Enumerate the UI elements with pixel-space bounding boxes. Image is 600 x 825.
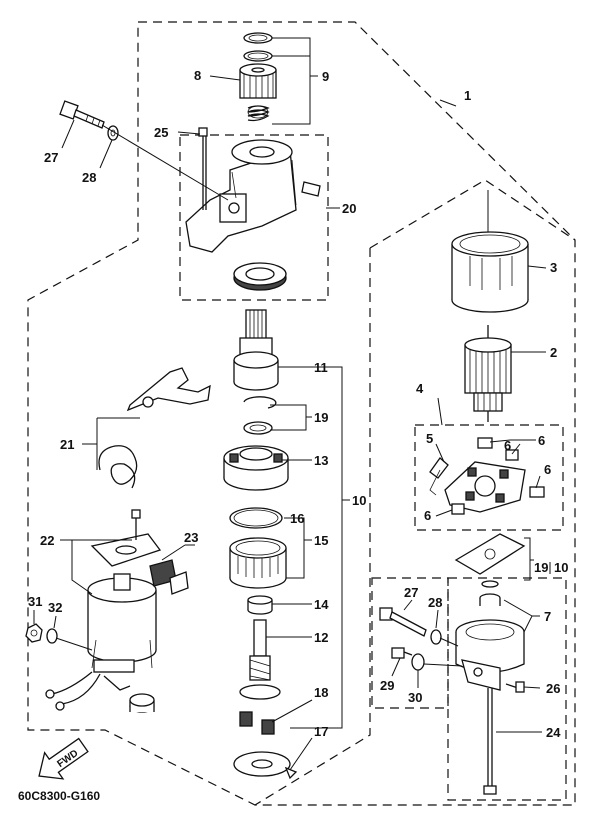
washer-32 <box>46 628 58 644</box>
callout-21: 21 <box>60 437 74 452</box>
bushing-14 <box>247 595 273 615</box>
plate-17 <box>233 751 298 780</box>
callout-17: 17 <box>314 724 328 739</box>
assembly-boundary-outer <box>27 21 576 806</box>
callout-28-top: 28 <box>82 170 96 185</box>
callout-16: 16 <box>290 511 304 526</box>
brush-6d <box>451 503 465 515</box>
group-box-housing <box>179 134 329 301</box>
plate-19-right <box>454 533 526 575</box>
gasket-plate <box>90 533 162 567</box>
armature <box>464 325 512 422</box>
callout-12: 12 <box>314 630 328 645</box>
callout-19: 19 <box>314 410 328 425</box>
callout-28-right: 28 <box>428 595 442 610</box>
callout-15: 15 <box>314 533 328 548</box>
washer-30 <box>411 653 425 671</box>
drawing-code: 60C8300-G160 <box>18 789 100 803</box>
pinion-clutch-11 <box>233 351 279 391</box>
callout-3: 3 <box>550 260 557 275</box>
group-box-solenoid <box>371 577 449 709</box>
brush-6c <box>529 486 545 498</box>
callout-18: 18 <box>314 685 328 700</box>
bearing-7 <box>479 593 501 606</box>
planet-carrier-13 <box>223 445 289 491</box>
callout-6d: 6 <box>424 508 431 523</box>
o-ring-16 <box>229 507 283 529</box>
callout-19-right: 19 <box>534 560 548 575</box>
pinion-gear <box>239 63 277 99</box>
bolt-27-top <box>59 100 105 129</box>
callout-24: 24 <box>546 725 561 740</box>
spacer-19-right <box>481 580 499 588</box>
group-box-brush-holder <box>414 424 564 531</box>
shift-lever <box>126 367 211 412</box>
bolt-24-long <box>483 688 497 795</box>
brush-6b <box>505 449 519 461</box>
callout-10: 10 <box>352 493 366 508</box>
screw-26 <box>505 681 525 693</box>
callout-2: 2 <box>550 345 557 360</box>
callout-5: 5 <box>426 431 433 446</box>
callout-30: 30 <box>408 690 422 705</box>
fwd-arrow-icon: FWD <box>38 737 89 780</box>
snap-ring-19 <box>243 396 277 409</box>
callout-14: 14 <box>314 597 329 612</box>
return-spring <box>247 105 270 122</box>
callout-6b: 6 <box>504 438 511 453</box>
callout-6a: 6 <box>538 433 545 448</box>
callout-32: 32 <box>48 600 62 615</box>
end-cover <box>455 619 525 691</box>
bolt-27-right <box>379 607 427 637</box>
washer-19 <box>243 421 273 435</box>
rubber-grommet-23 <box>149 559 189 595</box>
nut-31 <box>25 623 43 643</box>
callout-6c: 6 <box>544 462 551 477</box>
spring-wire <box>98 445 138 489</box>
group-box-end-cover <box>447 577 567 801</box>
callout-20: 20 <box>342 201 356 216</box>
callout-25: 25 <box>154 125 168 140</box>
drive-shaft-top <box>239 309 273 359</box>
callout-27-top: 27 <box>44 150 58 165</box>
callout-13: 13 <box>314 453 328 468</box>
assembly-boundary-inner <box>254 248 371 806</box>
callout-29: 29 <box>380 678 394 693</box>
bolt-small-22 <box>131 509 141 540</box>
callout-7: 7 <box>544 609 551 624</box>
callout-8: 8 <box>194 68 201 83</box>
washer-28-right <box>430 629 442 645</box>
collar-part <box>129 693 155 713</box>
callout-27-right: 27 <box>404 585 418 600</box>
bolt-29 <box>391 647 413 659</box>
front-housing <box>185 139 321 253</box>
bearing-housing <box>233 262 287 291</box>
shaft-12 <box>239 619 281 700</box>
ring-washer-top <box>243 50 273 62</box>
washer-28-top <box>107 125 119 141</box>
callout-4: 4 <box>416 381 424 396</box>
callout-10-right: 10 <box>554 560 568 575</box>
callout-31: 31 <box>28 594 42 609</box>
callout-22: 22 <box>40 533 54 548</box>
brush-6a <box>477 437 493 449</box>
solenoid-body <box>87 573 157 673</box>
callout-23: 23 <box>184 530 198 545</box>
clip-ring-top <box>243 32 273 44</box>
yoke <box>451 231 529 313</box>
brush-holder <box>429 457 526 513</box>
wire-lead <box>45 671 131 711</box>
callout-1: 1 <box>464 88 471 103</box>
internal-gear-15 <box>229 537 287 589</box>
bolt-long-25 <box>198 127 208 210</box>
planet-gear-18a <box>239 711 253 727</box>
callout-11: 11 <box>314 360 328 375</box>
planet-gear-18b <box>261 719 275 735</box>
callout-26: 26 <box>546 681 560 696</box>
callout-9: 9 <box>322 69 329 84</box>
